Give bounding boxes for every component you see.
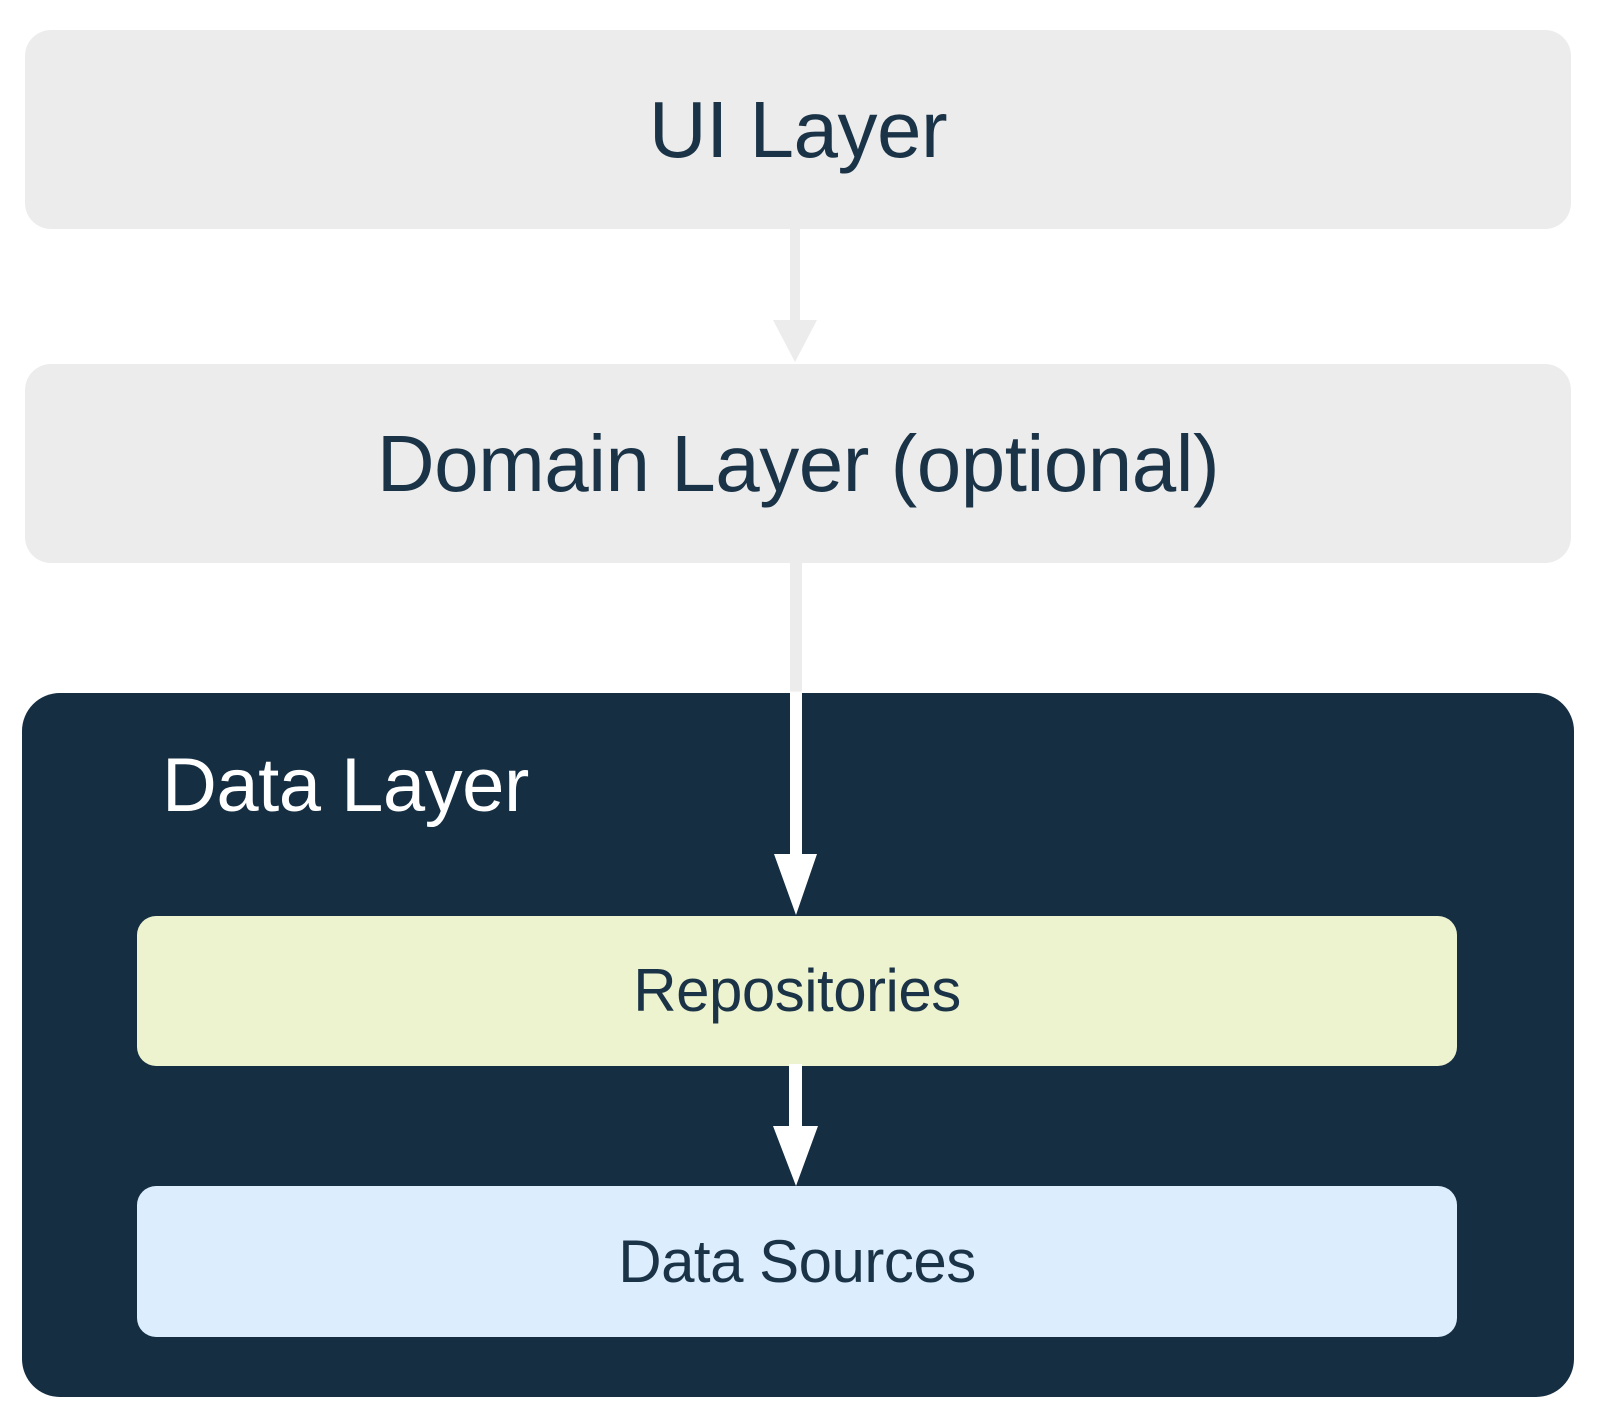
data-layer-label: Data Layer <box>162 743 529 828</box>
ui-layer-label: UI Layer <box>648 84 948 174</box>
repositories-box: Repositories <box>137 916 1457 1066</box>
repositories-label: Repositories <box>633 957 961 1024</box>
arrow-ui-to-domain-icon <box>760 228 830 364</box>
domain-layer-label: Domain Layer (optional) <box>376 418 1220 508</box>
data-sources-box: Data Sources <box>137 1186 1457 1337</box>
domain-layer-box: Domain Layer (optional) <box>25 364 1571 563</box>
data-sources-label: Data Sources <box>618 1227 976 1295</box>
ui-layer-box: UI Layer <box>25 30 1571 229</box>
